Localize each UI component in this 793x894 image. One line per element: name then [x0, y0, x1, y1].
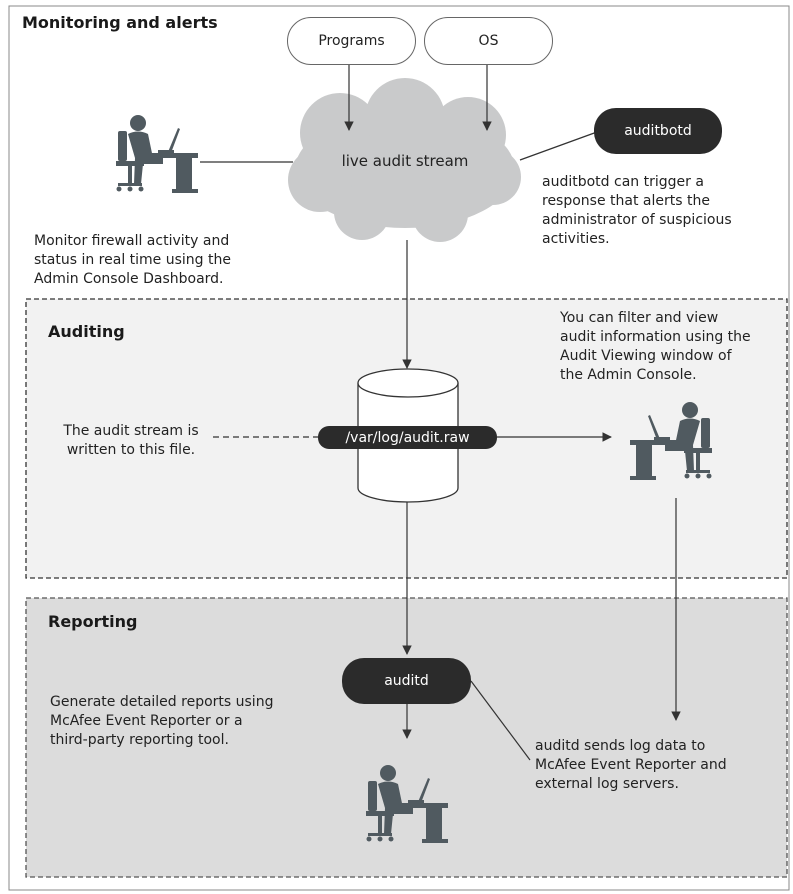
section-title-reporting: Reporting	[48, 612, 138, 631]
note-reports: Generate detailed reports using McAfee E…	[50, 694, 274, 748]
os-node: OS	[424, 17, 553, 65]
note-filter: You can filter and view audit informatio…	[560, 310, 751, 383]
section-title-monitoring: Monitoring and alerts	[22, 13, 218, 32]
connectors	[200, 65, 681, 761]
auditd-node: auditd	[342, 658, 471, 704]
note-auditbotd: auditbotd can trigger a response that al…	[542, 174, 732, 247]
note-monitor: Monitor firewall activity and status in …	[34, 233, 231, 287]
note-stream-file: The audit stream is written to this file…	[63, 423, 199, 458]
programs-node: Programs	[287, 17, 416, 65]
audit-file-node: /var/log/audit.raw	[318, 426, 497, 449]
note-auditd-sends: auditd sends log data to McAfee Event Re…	[535, 738, 727, 792]
section-title-auditing: Auditing	[48, 322, 125, 341]
cloud-label: live audit stream	[341, 152, 469, 170]
cloud-icon	[288, 78, 521, 242]
auditbotd-node: auditbotd	[594, 108, 722, 154]
